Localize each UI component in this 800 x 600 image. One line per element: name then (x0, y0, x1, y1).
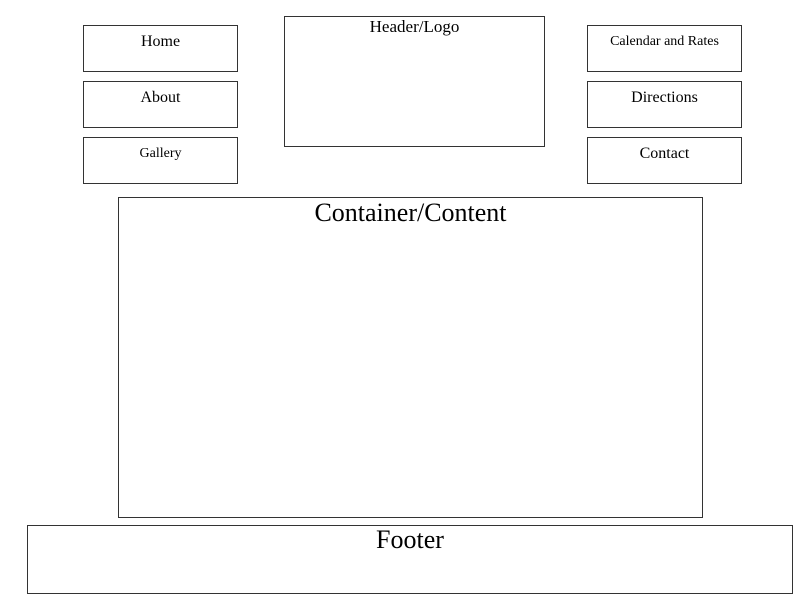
footer-label: Footer (376, 525, 444, 554)
nav-directions-label: Directions (631, 89, 698, 106)
nav-gallery-label: Gallery (139, 146, 182, 161)
content-container-label: Container/Content (314, 198, 507, 227)
nav-contact-label: Contact (639, 145, 690, 162)
header-logo-box: Header/Logo (284, 16, 545, 147)
nav-calendar-rates-box[interactable]: Calendar and Rates (587, 25, 742, 72)
nav-about-label: About (140, 89, 181, 106)
footer-box: Footer (27, 525, 793, 594)
nav-calendar-rates-label: Calendar and Rates (610, 34, 719, 49)
nav-contact-box[interactable]: Contact (587, 137, 742, 184)
header-logo-label: Header/Logo (369, 17, 460, 36)
nav-home-box[interactable]: Home (83, 25, 238, 72)
content-container-box: Container/Content (118, 197, 703, 518)
nav-gallery-box[interactable]: Gallery (83, 137, 238, 184)
nav-home-label: Home (140, 33, 181, 50)
nav-about-box[interactable]: About (83, 81, 238, 128)
nav-directions-box[interactable]: Directions (587, 81, 742, 128)
